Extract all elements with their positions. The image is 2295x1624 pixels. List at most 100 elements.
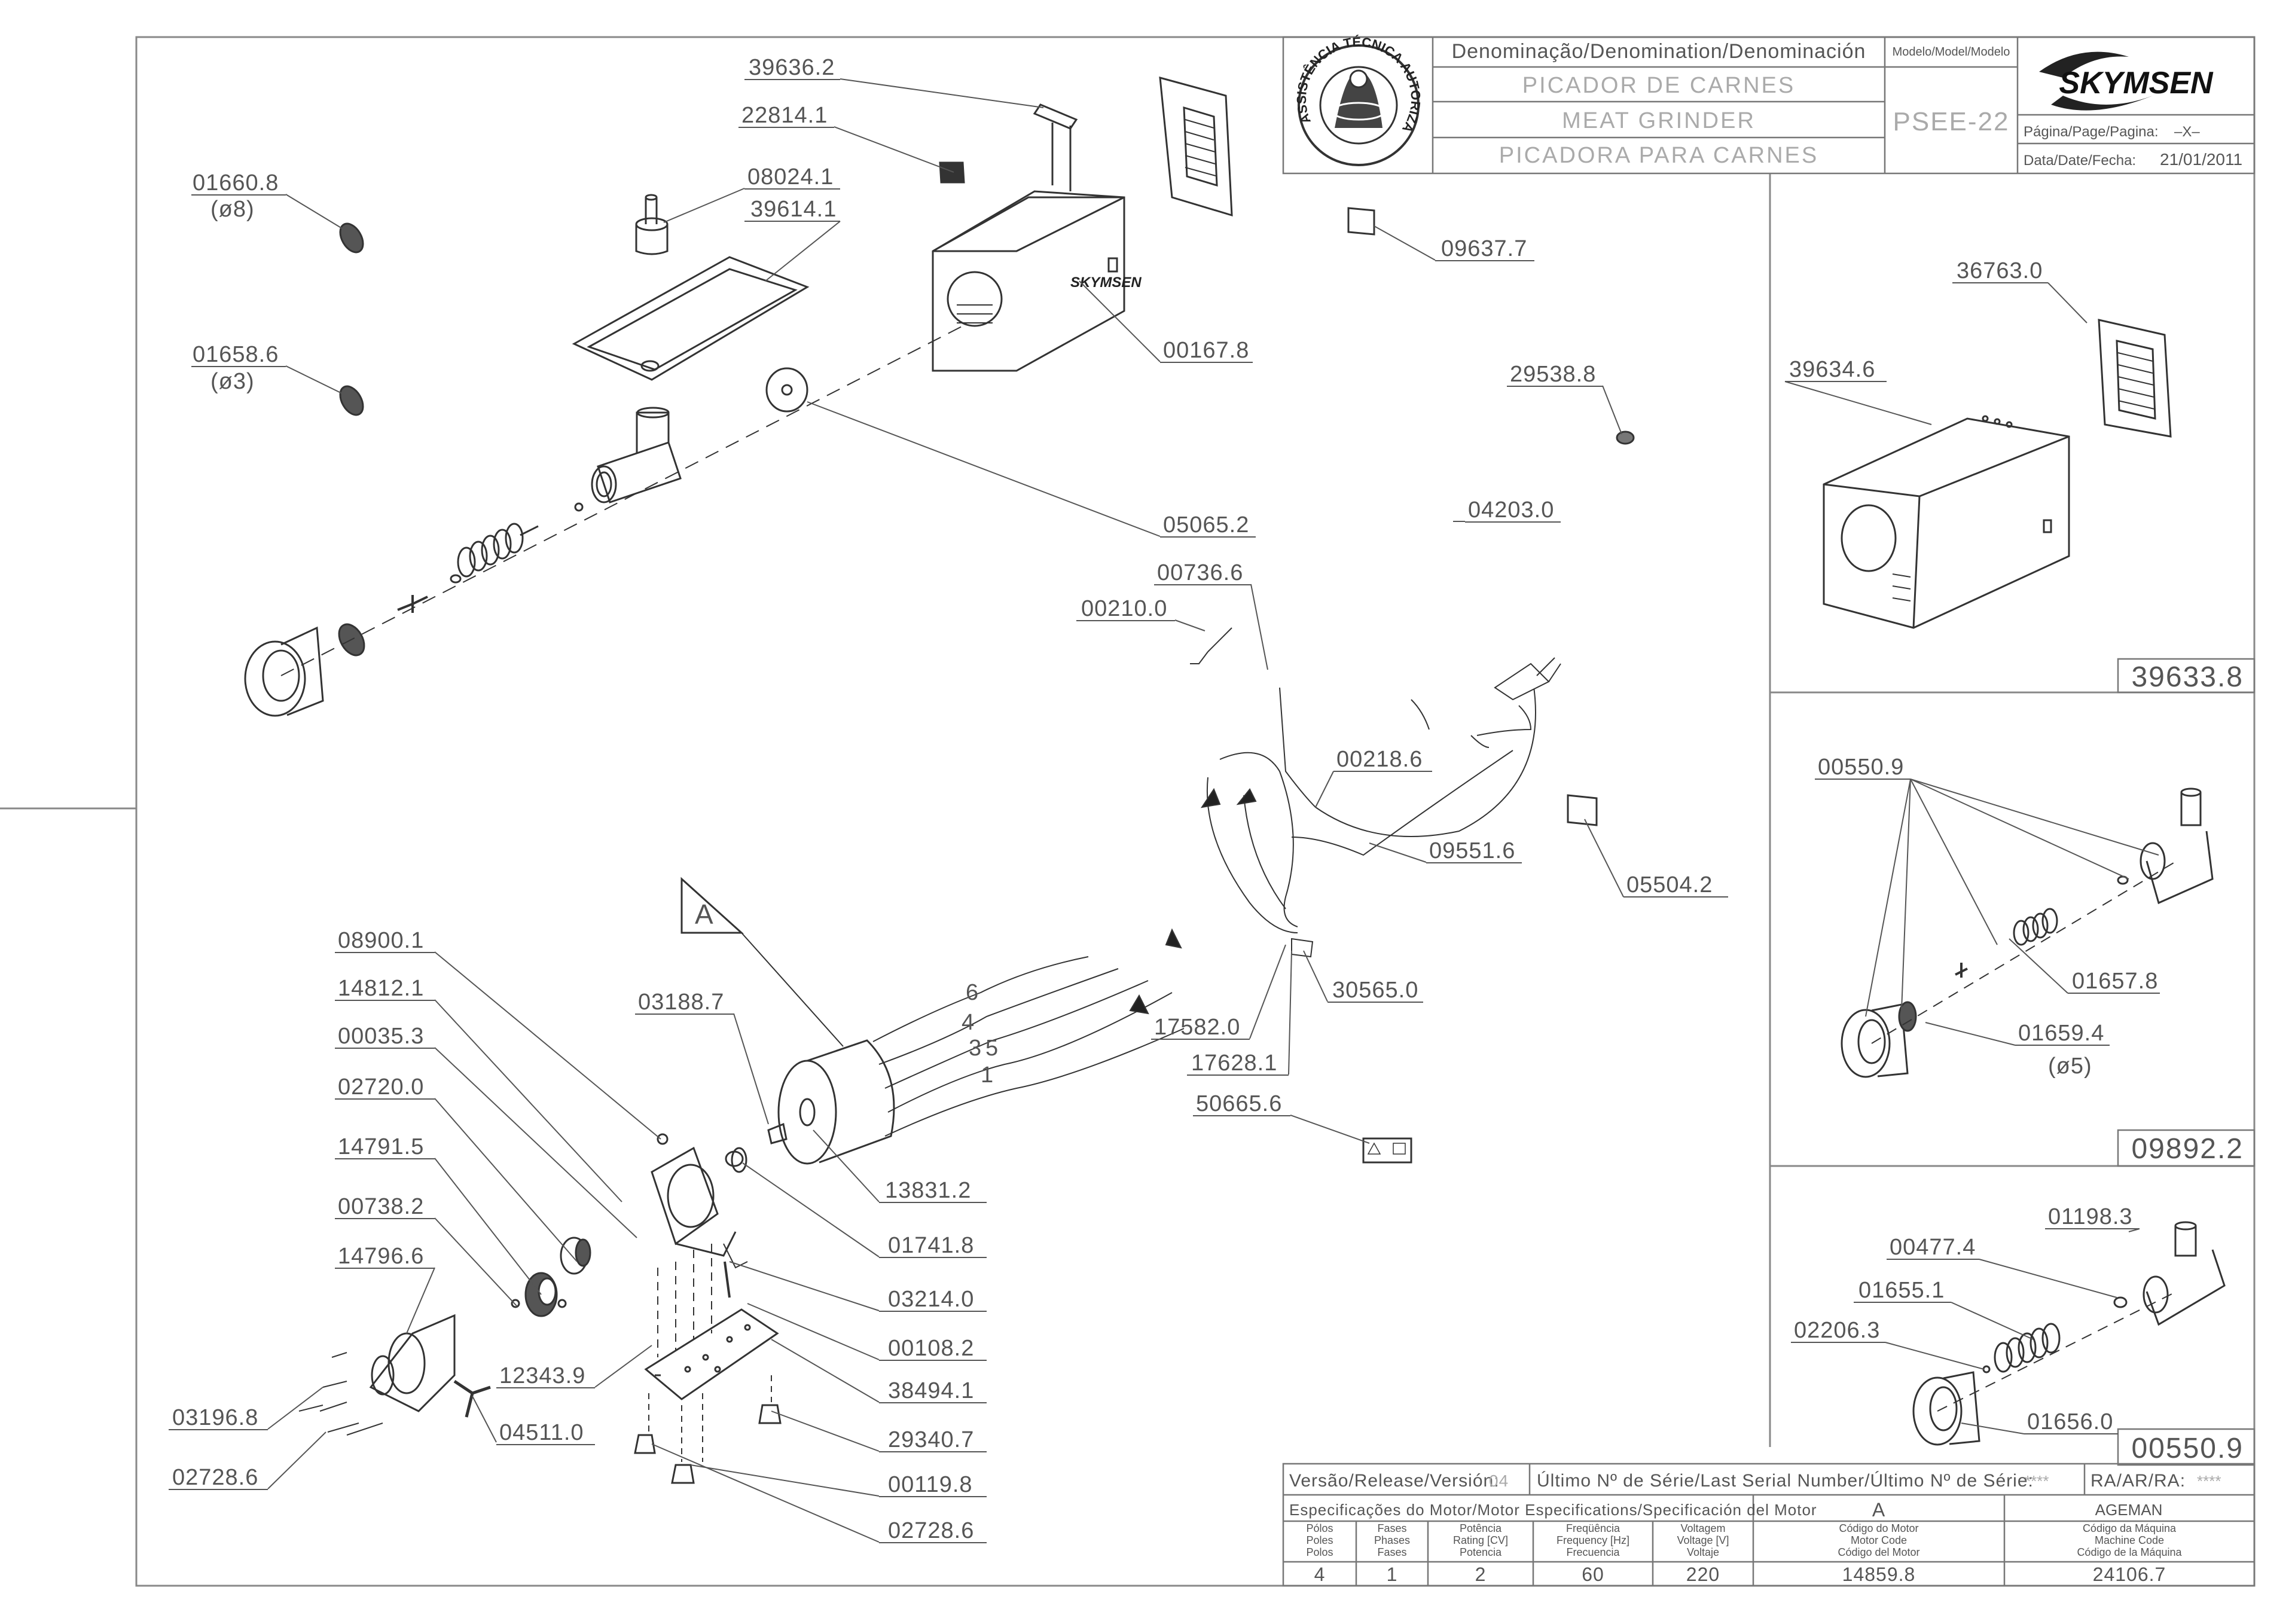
- spec-value: 4: [1314, 1564, 1326, 1585]
- grinder-body-part: [591, 407, 682, 503]
- part-callout: 29340.7: [771, 1411, 987, 1452]
- part-number-label: 02720.0: [338, 1074, 424, 1100]
- part-number-label: 00736.6: [1157, 560, 1243, 585]
- version-label: Versão/Release/Versión:: [1289, 1471, 1500, 1491]
- part-number-label: 01657.8: [2072, 969, 2158, 994]
- part-callout: 02720.0: [335, 1074, 578, 1262]
- gearbox-part: [511, 1133, 744, 1317]
- part-callout: 00119.8: [690, 1464, 987, 1497]
- spec-header: Fases: [1377, 1546, 1406, 1558]
- spec-header: Rating [CV]: [1453, 1534, 1508, 1546]
- spec-value: 24106.7: [2093, 1564, 2166, 1585]
- part-number-label: 12343.9: [499, 1363, 585, 1388]
- spec-header: Código del Motor: [1838, 1546, 1919, 1558]
- part-number-label: 00108.2: [888, 1336, 974, 1361]
- part-number-label: 01658.6: [193, 342, 279, 367]
- spec-value: 1: [1387, 1564, 1398, 1585]
- panel-code-boxes: 39633.8 09892.2 00550.9: [2117, 658, 2256, 1466]
- wire-harness: [1129, 627, 1561, 1015]
- motor-letter: A: [1872, 1499, 1885, 1521]
- panel-callout: 39634.6: [1784, 357, 1932, 425]
- part-callout: 22814.1: [738, 103, 954, 173]
- spec-value: 220: [1686, 1564, 1720, 1585]
- part-number-label: 00119.8: [888, 1472, 973, 1497]
- part-callout: 14796.6: [335, 1244, 435, 1334]
- rubber-feet: [634, 1375, 782, 1484]
- side-vent-panel: [1159, 76, 1233, 217]
- diameter-label: (ø8): [210, 197, 255, 222]
- spec-header: Machine Code: [2095, 1534, 2164, 1546]
- ra-label: RA/AR/RA:: [2090, 1471, 2186, 1491]
- denomination-header: Denominação/Denomination/Denominación: [1452, 40, 1866, 63]
- ra-value: ****: [2197, 1472, 2221, 1490]
- part-number-label: 02206.3: [1794, 1318, 1880, 1343]
- part-callout: 03214.0: [729, 1261, 987, 1312]
- spec-header: Freqüência: [1566, 1522, 1620, 1534]
- motor-maker: AGEMAN: [2095, 1501, 2163, 1519]
- part-number-label: 03214.0: [888, 1287, 974, 1312]
- part-callout: 08024.1: [663, 164, 840, 223]
- part-callout: 39636.2: [744, 55, 1044, 108]
- part-number-label: 02728.6: [888, 1518, 974, 1543]
- part-callout: 39614.1: [744, 197, 841, 282]
- kit-body-code: 00550.9: [2131, 1433, 2244, 1464]
- part-number-label: 09637.7: [1441, 236, 1527, 261]
- spec-header: Phases: [1374, 1534, 1410, 1546]
- panel-callout: 01657.8: [2009, 938, 2160, 994]
- part-number-label: 14796.6: [338, 1244, 424, 1269]
- panel-callout: 00550.9: [1815, 755, 2159, 1017]
- part-number-label: 17628.1: [1191, 1051, 1277, 1076]
- part-number-label: 00167.8: [1163, 338, 1249, 363]
- diameter-label: (ø5): [2048, 1054, 2092, 1079]
- panel-callout: 02206.3: [1791, 1318, 1985, 1370]
- part-callout: 04203.0: [1453, 497, 1561, 523]
- part-number-label: 05065.2: [1163, 512, 1249, 538]
- spec-header: Voltagem: [1680, 1522, 1725, 1534]
- part-number-label: 02728.6: [172, 1465, 258, 1490]
- wire-number: 5: [985, 1036, 999, 1061]
- part-number-label: 22814.1: [741, 103, 828, 128]
- spec-value: 2: [1475, 1564, 1487, 1585]
- spec-header: Potência: [1460, 1522, 1502, 1534]
- part-callout: 09551.6: [1369, 838, 1522, 863]
- serial-label: Último Nº de Série/Last Serial Number/Úl…: [1537, 1471, 2034, 1491]
- lid-handle-part: [1033, 103, 1078, 191]
- part-callout: 00738.2: [335, 1194, 518, 1307]
- date-value: 21/01/2011: [2160, 150, 2242, 169]
- part-number-label: 01741.8: [888, 1233, 974, 1258]
- part-callout: 00108.2: [747, 1303, 987, 1361]
- feed-tray-part: [572, 256, 810, 381]
- spec-header: Pólos: [1306, 1522, 1333, 1534]
- part-number-label: 09551.6: [1429, 838, 1515, 863]
- part-callout: 17582.0: [1151, 944, 1286, 1040]
- part-number-label: 01659.4: [2018, 1021, 2104, 1046]
- name-pt: PICADOR DE CARNES: [1522, 73, 1795, 98]
- kit-5mm-code: 09892.2: [2131, 1133, 2244, 1165]
- part-callout: 38494.1: [771, 1339, 987, 1403]
- title-block: ASSISTÊNCIA TÉCNICA AUTORIZADA Denominaç…: [0, 0, 2256, 175]
- part-callout: 12343.9: [496, 1345, 652, 1388]
- part-number-label: 01660.8: [193, 170, 279, 196]
- name-en: MEAT GRINDER: [1562, 108, 1756, 133]
- part-number-label: 50665.6: [1196, 1091, 1282, 1116]
- part-number-label: 08900.1: [338, 928, 424, 953]
- motor-spec-label: Especificações do Motor/Motor Especifica…: [1289, 1501, 1817, 1519]
- wire-number: 1: [981, 1063, 994, 1088]
- part-callout: 00035.3: [335, 1024, 637, 1238]
- part-number-label: 29538.8: [1510, 362, 1596, 387]
- part-number-label: 00210.0: [1081, 596, 1167, 621]
- part-number-label: 00477.4: [1890, 1235, 1976, 1260]
- part-callout: 00210.0: [1076, 596, 1206, 631]
- kit-5mm-drawing: [1841, 787, 2214, 1078]
- plate-8mm: [339, 222, 364, 254]
- wire-number: 6: [966, 980, 979, 1005]
- part-number-label: 13831.2: [885, 1178, 971, 1203]
- spec-value: 14859.8: [1842, 1564, 1916, 1585]
- svg-text:SKYMSEN: SKYMSEN: [1070, 274, 1142, 291]
- motor-spec-table: Versão/Release/Versión: 04 Último Nº de …: [1282, 1463, 2256, 1587]
